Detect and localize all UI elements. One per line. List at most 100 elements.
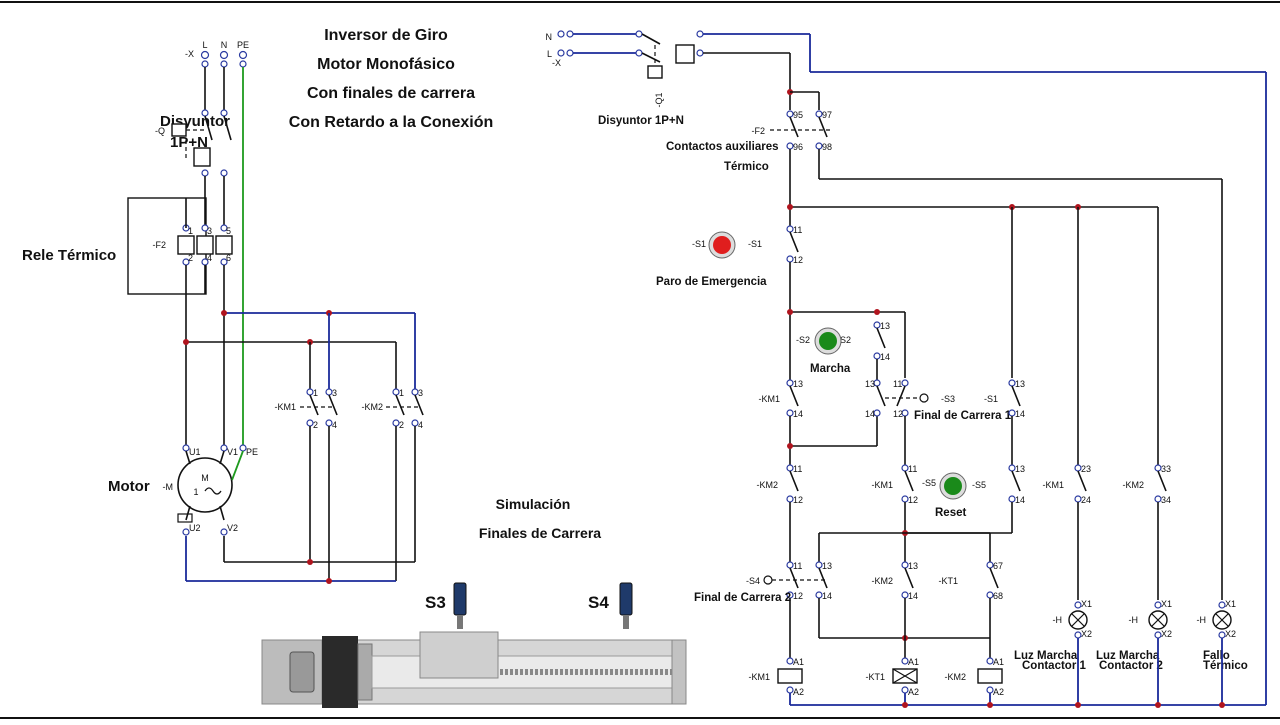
svg-text:1: 1 xyxy=(313,388,318,398)
lamp-1-tag: -H xyxy=(1053,615,1063,625)
motor-pe: PE xyxy=(246,447,258,457)
simulation-subtitle: Finales de Carrera xyxy=(479,525,601,541)
start-label: Marcha xyxy=(810,363,851,375)
km2-interlock-tag: -KM2 xyxy=(756,480,778,490)
title-line-1: Inversor de Giro xyxy=(324,27,448,44)
svg-text:4: 4 xyxy=(332,420,337,430)
aux-label: Contactos auxiliares xyxy=(666,141,778,153)
breaker-tag: -Q xyxy=(155,126,165,136)
svg-text:11: 11 xyxy=(793,225,802,235)
svg-text:12: 12 xyxy=(793,591,803,601)
lamp-3-tag: -H xyxy=(1197,615,1207,625)
svg-text:24: 24 xyxy=(1081,495,1091,505)
km1-coil xyxy=(777,668,803,684)
lamp-1-label-2: Contactor 1 xyxy=(1022,660,1087,672)
limit-switch-simulation: Simulación Finales de Carrera S3 S4 xyxy=(261,496,687,708)
simulation-title: Simulación xyxy=(496,496,571,512)
svg-text:3: 3 xyxy=(332,388,337,398)
svg-text:11: 11 xyxy=(793,561,802,571)
s3-sensor xyxy=(453,582,467,616)
svg-text:5: 5 xyxy=(226,226,231,236)
actuator-carriage xyxy=(419,631,499,679)
lamp-1-label: Luz Marcha xyxy=(1014,650,1078,662)
svg-text:12: 12 xyxy=(893,409,903,419)
svg-text:11: 11 xyxy=(908,464,917,474)
ctrl-f2-tag: -F2 xyxy=(752,126,766,136)
svg-text:68: 68 xyxy=(993,591,1003,601)
svg-text:13: 13 xyxy=(908,561,918,571)
svg-text:X2: X2 xyxy=(1225,629,1236,639)
svg-text:14: 14 xyxy=(822,591,832,601)
breaker-label: Disyuntor xyxy=(160,113,230,130)
km1-interlock-tag: -KM1 xyxy=(871,480,893,490)
svg-text:4: 4 xyxy=(418,420,423,430)
km1-coil-tag: -KM1 xyxy=(748,672,770,682)
svg-text:23: 23 xyxy=(1081,464,1091,474)
svg-text:3: 3 xyxy=(207,226,212,236)
km2-power-tag: -KM2 xyxy=(361,402,383,412)
svg-text:3: 3 xyxy=(418,388,423,398)
svg-text:13: 13 xyxy=(1015,379,1025,389)
svg-text:12: 12 xyxy=(793,255,803,265)
svg-text:11: 11 xyxy=(893,379,902,389)
lamp-2-tag: -H xyxy=(1129,615,1139,625)
reset-label: Reset xyxy=(935,507,966,519)
svg-text:67: 67 xyxy=(993,561,1003,571)
ctrl-breaker-label: Disyuntor 1P+N xyxy=(598,115,684,127)
svg-text:2: 2 xyxy=(188,253,193,263)
title-line-4: Con Retardo a la Conexión xyxy=(289,114,493,131)
s4-label: S4 xyxy=(588,593,609,612)
ctrl-n-tag: N xyxy=(546,32,553,42)
terminal-pe-tag: PE xyxy=(237,40,249,50)
svg-text:1: 1 xyxy=(399,388,404,398)
motor-u2: U2 xyxy=(189,523,201,533)
s2-tag-b: S2 xyxy=(840,335,851,345)
svg-text:X2: X2 xyxy=(1081,629,1092,639)
svg-text:X1: X1 xyxy=(1161,599,1172,609)
svg-text:A2: A2 xyxy=(908,687,919,697)
svg-text:A2: A2 xyxy=(793,687,804,697)
svg-text:14: 14 xyxy=(1015,409,1025,419)
svg-text:14: 14 xyxy=(1015,495,1025,505)
svg-text:98: 98 xyxy=(822,142,832,152)
thermal-relay-label: Rele Térmico xyxy=(22,247,116,264)
svg-text:2: 2 xyxy=(313,420,318,430)
motor-symbol xyxy=(177,457,233,513)
svg-text:13: 13 xyxy=(1015,464,1025,474)
limit-switch-1-label: Final de Carrera 1 xyxy=(914,410,1012,422)
km1-lamp-tag: -KM1 xyxy=(1042,480,1064,490)
lamp-2-label-2: Contactor 2 xyxy=(1099,660,1163,672)
svg-text:13: 13 xyxy=(822,561,832,571)
title-line-3: Con finales de carrera xyxy=(307,85,475,102)
svg-text:6: 6 xyxy=(226,253,231,263)
aux-label-2: Térmico xyxy=(724,161,769,173)
motor-phase: 1 xyxy=(193,487,198,497)
limit-switch-2-label: Final de Carrera 2 xyxy=(694,592,791,604)
motor-v1: V1 xyxy=(227,447,238,457)
svg-text:13: 13 xyxy=(880,321,890,331)
km1-power-tag: -KM1 xyxy=(274,402,296,412)
s1-button-tag: -S1 xyxy=(692,239,706,249)
motor-label: Motor xyxy=(108,478,150,495)
kt1-coil-tag: -KT1 xyxy=(865,672,885,682)
s3-tag: -S3 xyxy=(941,394,955,404)
svg-text:33: 33 xyxy=(1161,464,1171,474)
s1-tag: -S1 xyxy=(748,239,762,249)
lamp-3-label: Fallo xyxy=(1203,650,1230,662)
s5-tag: -S5 xyxy=(972,480,986,490)
motor-u1: U1 xyxy=(189,447,201,457)
svg-text:X1: X1 xyxy=(1081,599,1092,609)
ctrl-q1-tag: -Q1 xyxy=(654,92,664,107)
terminal-n-tag: N xyxy=(221,40,228,50)
lamp-2-label: Luz Marcha xyxy=(1096,650,1160,662)
svg-text:13: 13 xyxy=(793,379,803,389)
s4-sensor xyxy=(619,582,633,616)
terminal-l-tag: L xyxy=(202,40,207,50)
motor-v2: V2 xyxy=(227,523,238,533)
km2-seal-tag: -KM2 xyxy=(871,576,893,586)
thermal-tag: -F2 xyxy=(153,240,167,250)
svg-text:A1: A1 xyxy=(908,657,919,667)
